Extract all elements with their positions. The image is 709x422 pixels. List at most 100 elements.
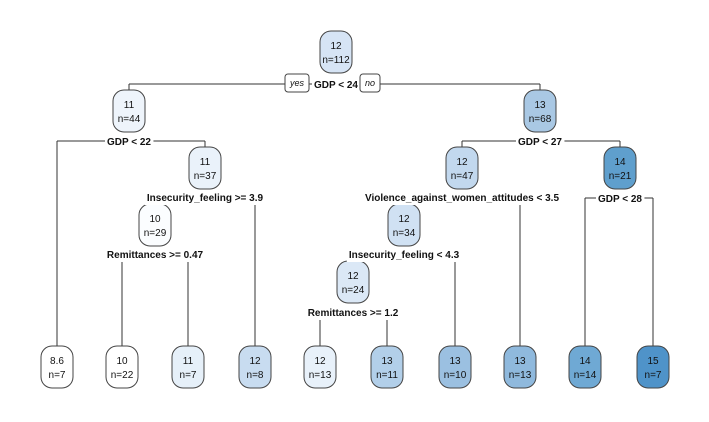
node-box <box>171 345 205 389</box>
split-condition: Remittances >= 1.2 <box>308 308 399 319</box>
node-value: 13 <box>534 100 546 111</box>
tree-node: 12n=8 <box>238 345 272 389</box>
node-count: n=8 <box>247 370 264 381</box>
node-box <box>370 345 404 389</box>
tree-node: 13 n=68 <box>523 89 557 133</box>
tree-node: 15n=7 <box>636 345 670 389</box>
no-branch-label: no <box>365 78 375 88</box>
yes-branch-box <box>284 73 310 93</box>
split-condition: Violence_against_women_attitudes < 3.5 <box>365 193 559 204</box>
node-count: n=11 <box>376 370 398 381</box>
split-condition: GDP < 28 <box>598 194 642 205</box>
split-label-bg <box>305 307 401 320</box>
tree-node: 11n=7 <box>171 345 205 389</box>
node-box <box>387 203 421 247</box>
node-value: 12 <box>347 271 359 282</box>
node-count: n=29 <box>144 228 167 239</box>
tree-node: 12 n=47 <box>445 146 479 190</box>
split-label-bg <box>104 249 206 262</box>
node-value: 13 <box>381 356 393 367</box>
node-value: 11 <box>124 100 135 111</box>
node-count: n=7 <box>180 370 197 381</box>
node-value: 8.6 <box>50 356 64 367</box>
tree-node: 13 n=11 <box>370 345 404 389</box>
node-box <box>40 345 74 389</box>
tree-node: 8.6n=7 <box>40 345 74 389</box>
tree-node: 10 n=22 <box>105 345 139 389</box>
node-value: 14 <box>579 356 591 367</box>
node-box <box>568 345 602 389</box>
node-count: n=22 <box>111 370 134 381</box>
tree-node: 14 n=21 <box>603 146 637 190</box>
node-count: n=112 <box>322 55 350 66</box>
tree-node: 12 n=24 <box>336 260 370 304</box>
split-label-bg <box>311 79 361 92</box>
node-box <box>138 203 172 247</box>
node-count: n=21 <box>609 171 632 182</box>
node-count: n=13 <box>309 370 332 381</box>
node-value: 14 <box>614 157 626 168</box>
split-condition: Remittances >= 0.47 <box>107 250 204 261</box>
no-branch-box <box>359 73 381 93</box>
split-condition: GDP < 24 <box>314 80 358 91</box>
node-box <box>188 146 222 190</box>
node-value: 11 <box>183 356 194 367</box>
split-condition: GDP < 22 <box>107 137 151 148</box>
tree-node: 11 n=37 <box>188 146 222 190</box>
node-box <box>319 30 353 74</box>
tree-nodes: 12n=11211n=4413n=688.6n=711n=3710n=2912n… <box>40 30 670 389</box>
node-box <box>503 345 537 389</box>
split-labels: GDP < 24 GDP < 22 GDP < 27 Insecurity_feeli… <box>104 79 645 320</box>
split-label-bg <box>515 136 565 149</box>
node-box <box>238 345 272 389</box>
node-value: 10 <box>149 214 161 225</box>
node-count: n=37 <box>194 171 217 182</box>
node-value: 10 <box>116 356 128 367</box>
tree-node: 14 n=14 <box>568 345 602 389</box>
split-condition: GDP < 27 <box>518 137 562 148</box>
node-box <box>445 146 479 190</box>
node-value: 11 <box>200 157 211 168</box>
node-count: n=24 <box>342 285 365 296</box>
node-value: 12 <box>456 157 468 168</box>
node-value: 15 <box>647 356 659 367</box>
branch-direction-labels: yes no <box>284 73 381 93</box>
node-box <box>112 89 146 133</box>
node-box <box>603 146 637 190</box>
node-count: n=7 <box>645 370 662 381</box>
tree-node: 11 n=44 <box>112 89 146 133</box>
node-value: 12 <box>398 214 410 225</box>
yes-branch-label: yes <box>289 78 305 88</box>
node-value: 12 <box>330 41 342 52</box>
split-label-bg <box>362 192 562 205</box>
split-label-bg <box>346 249 462 262</box>
tree-node: 12 n=13 <box>303 345 337 389</box>
split-condition: Insecurity_feeling < 4.3 <box>349 250 460 261</box>
tree-node: 12 n=112 <box>319 30 353 74</box>
node-value: 12 <box>249 356 261 367</box>
node-box <box>438 345 472 389</box>
node-value: 13 <box>449 356 461 367</box>
node-count: n=14 <box>574 370 597 381</box>
tree-node: 13 n=13 <box>503 345 537 389</box>
split-label-bg <box>104 136 154 149</box>
split-label-bg <box>144 192 266 205</box>
node-box <box>303 345 337 389</box>
split-label-bg <box>595 193 645 206</box>
node-count: n=34 <box>393 228 416 239</box>
node-count: n=7 <box>49 370 66 381</box>
node-count: n=44 <box>118 114 141 125</box>
node-count: n=47 <box>451 171 474 182</box>
node-value: 13 <box>514 356 526 367</box>
tree-node: 13 n=10 <box>438 345 472 389</box>
split-condition: Insecurity_feeling >= 3.9 <box>147 193 264 204</box>
node-value: 12 <box>314 356 326 367</box>
node-count: n=13 <box>509 370 532 381</box>
node-box <box>336 260 370 304</box>
node-count: n=10 <box>444 370 467 381</box>
node-count: n=68 <box>529 114 552 125</box>
tree-node: 12 n=34 <box>387 203 421 247</box>
node-box <box>523 89 557 133</box>
tree-node: 10 n=29 <box>138 203 172 247</box>
